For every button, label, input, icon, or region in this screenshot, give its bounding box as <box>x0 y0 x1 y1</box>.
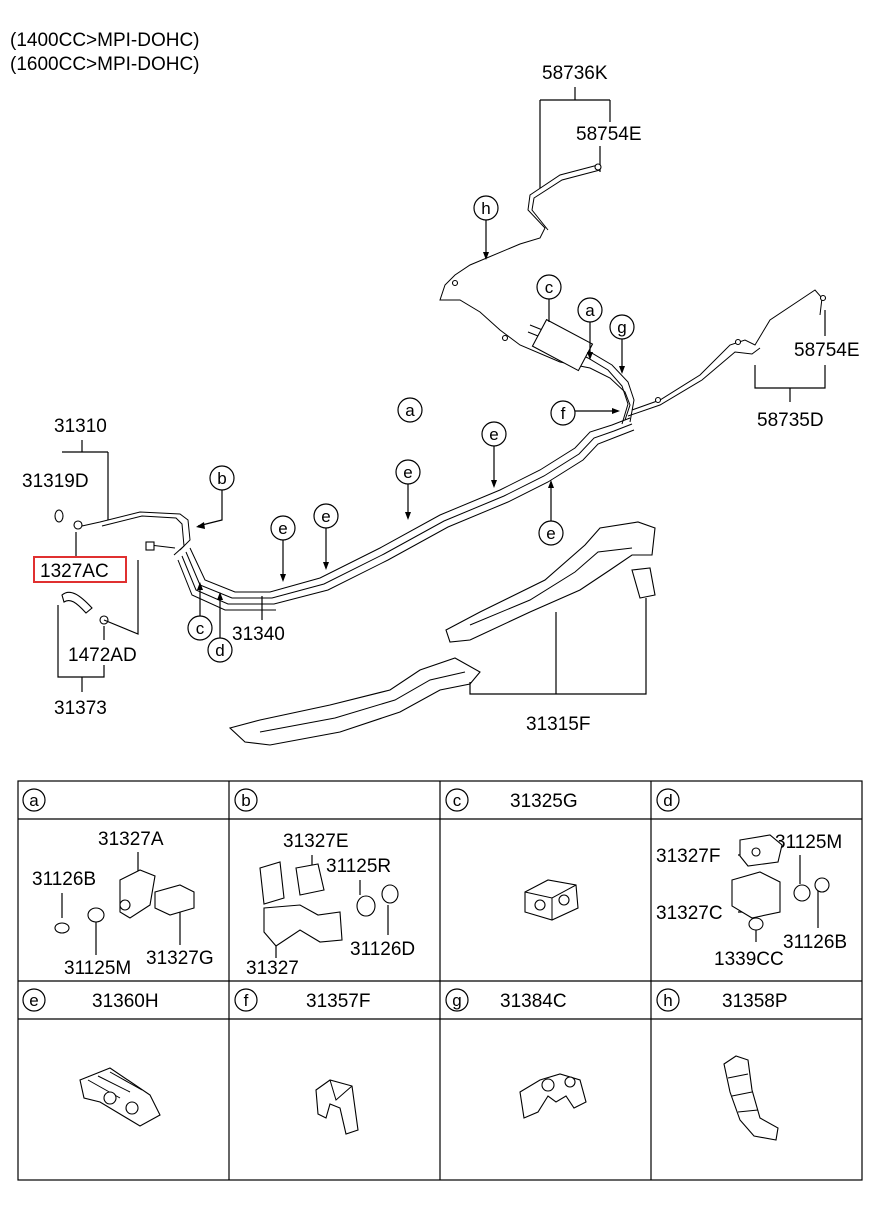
part-1339CC[interactable]: 1339CC <box>714 949 784 970</box>
highlight-box <box>33 556 127 583</box>
parts-table <box>17 780 863 1181</box>
o-ring <box>54 509 64 523</box>
callout-letter: h <box>481 199 490 218</box>
callout-e4[interactable]: e <box>481 421 507 488</box>
part-31327[interactable]: 31327 <box>246 958 299 979</box>
leader-31310 <box>62 440 109 520</box>
part-31327F[interactable]: 31327F <box>656 846 720 867</box>
callout-letter: f <box>561 404 566 423</box>
callout-letter: a <box>405 401 415 420</box>
clip-31358P <box>723 1055 779 1141</box>
cell-letter: d <box>663 791 672 810</box>
part-31340[interactable]: 31340 <box>232 624 285 645</box>
callout-letter: g <box>617 318 626 337</box>
cell-title[interactable]: 31360H <box>92 991 159 1012</box>
clip-31384C <box>519 1073 587 1119</box>
part-31126B-d[interactable]: 31126B <box>783 932 847 953</box>
cell-a-header: a <box>22 788 46 812</box>
cell-letter: g <box>452 991 461 1010</box>
part-1472AD[interactable]: 1472AD <box>68 645 137 666</box>
part-31125M[interactable]: 31125M <box>64 958 131 979</box>
callout-a-mid[interactable]: a <box>397 397 423 423</box>
callout-letter: e <box>546 524 555 543</box>
cell-letter: b <box>241 791 250 810</box>
hose <box>61 591 93 614</box>
callout-letter: c <box>196 619 205 638</box>
cell-b-content: 31327E 31125R 31327 31126D <box>246 831 415 979</box>
part-31310[interactable]: 31310 <box>54 416 107 437</box>
cell-letter: f <box>244 991 249 1010</box>
callout-d-bottom[interactable]: d <box>207 592 233 663</box>
spec-line-2: (1600CC>MPI-DOHC) <box>10 54 200 75</box>
cell-c-header: c 31325G <box>445 788 578 812</box>
callout-g-top[interactable]: g <box>609 314 635 374</box>
callout-a-top[interactable]: a <box>577 297 603 360</box>
callout-letter: d <box>215 641 224 660</box>
fuel-line-main <box>73 417 635 611</box>
cell-g-header: g 31384C <box>445 988 567 1012</box>
cell-a-content: 31327A 31126B 31125M 31327G <box>32 829 214 979</box>
callout-letter: e <box>321 507 330 526</box>
cell-letter: c <box>453 791 462 810</box>
clip-31357F <box>315 1079 359 1135</box>
callout-e3[interactable]: e <box>395 459 421 520</box>
part-58754E-top[interactable]: 58754E <box>576 124 642 145</box>
callout-f-mid[interactable]: f <box>550 400 620 426</box>
callout-letter: e <box>278 519 287 538</box>
cell-title[interactable]: 31384C <box>500 991 567 1012</box>
part-31126D[interactable]: 31126D <box>350 939 415 960</box>
frame-rail-lower <box>228 657 481 746</box>
part-1327AC[interactable]: 1327AC <box>40 561 109 582</box>
cell-b-header: b <box>234 788 258 812</box>
cell-f-header: f 31357F <box>234 988 370 1012</box>
part-31373[interactable]: 31373 <box>54 698 107 719</box>
part-31327E[interactable]: 31327E <box>283 831 349 852</box>
callout-h[interactable]: h <box>473 195 499 260</box>
callout-c-bottom[interactable]: c <box>187 582 213 641</box>
cell-d-header: d <box>656 788 680 812</box>
cell-h-header: h 31358P <box>656 988 788 1012</box>
callout-letter: a <box>585 301 595 320</box>
clip-31360H <box>79 1067 161 1127</box>
cell-letter: h <box>663 991 672 1010</box>
part-31327G[interactable]: 31327G <box>146 948 214 969</box>
callout-letter: b <box>217 469 226 488</box>
vent-line-upper <box>439 163 827 425</box>
leader-58736K <box>539 87 611 188</box>
leader-clamp <box>103 560 139 635</box>
leader-31373 <box>57 605 105 692</box>
cell-title[interactable]: 31358P <box>722 991 788 1012</box>
cell-letter: e <box>29 991 38 1010</box>
part-31327A[interactable]: 31327A <box>98 829 164 850</box>
cell-letter: a <box>29 791 39 810</box>
frame-rail-upper <box>445 521 656 643</box>
part-58735D[interactable]: 58735D <box>757 410 824 431</box>
part-31125R[interactable]: 31125R <box>326 856 391 877</box>
callout-e2[interactable]: e <box>313 503 339 570</box>
cell-c-content <box>524 879 579 921</box>
part-31126B[interactable]: 31126B <box>32 869 96 890</box>
callout-e5[interactable]: e <box>538 480 564 546</box>
part-31125M-d[interactable]: 31125M <box>775 832 842 853</box>
callout-b-left[interactable]: b <box>196 465 235 529</box>
part-31315F[interactable]: 31315F <box>526 714 590 735</box>
callout-c-top[interactable]: c <box>536 274 562 322</box>
cell-title[interactable]: 31325G <box>510 791 578 812</box>
cell-title[interactable]: 31357F <box>306 991 370 1012</box>
cell-e-header: e 31360H <box>22 988 159 1012</box>
leader-58735D <box>754 310 826 402</box>
part-31327C[interactable]: 31327C <box>656 903 723 924</box>
leader-31315F <box>469 598 647 695</box>
callout-letter: e <box>489 425 498 444</box>
callout-letter: e <box>403 463 412 482</box>
callout-e1[interactable]: e <box>270 515 296 582</box>
part-31319D[interactable]: 31319D <box>22 471 89 492</box>
part-58736K[interactable]: 58736K <box>542 63 608 84</box>
cell-d-content: 31327F 31125M 31327C 31126B 1339CC <box>656 832 847 970</box>
callout-letter: c <box>545 278 554 297</box>
part-58754E-right[interactable]: 58754E <box>794 340 860 361</box>
spec-line-1: (1400CC>MPI-DOHC) <box>10 30 200 51</box>
